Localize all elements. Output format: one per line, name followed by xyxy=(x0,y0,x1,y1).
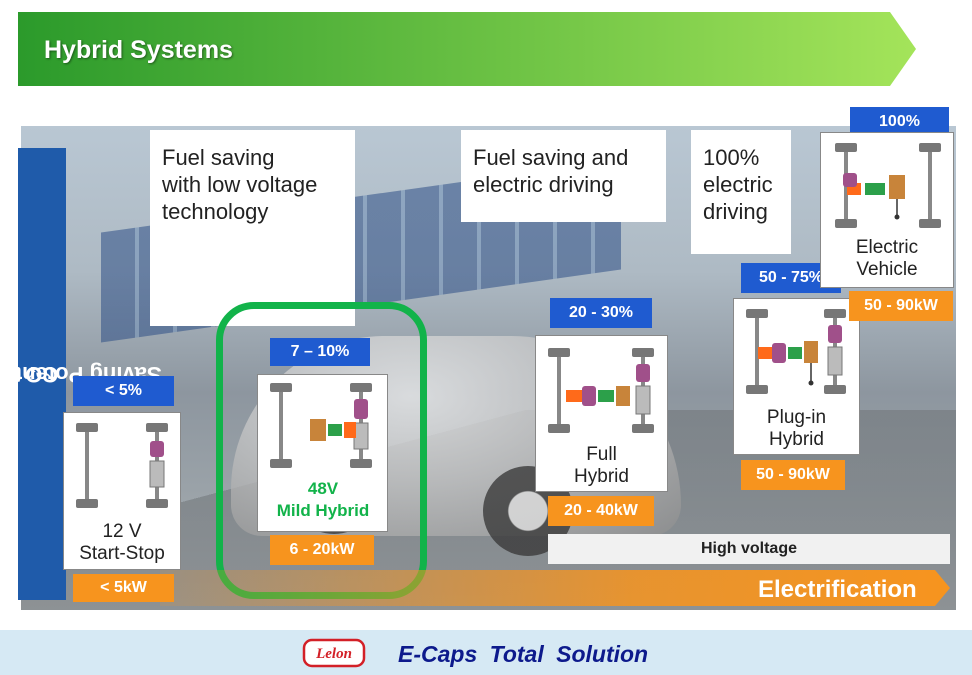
desc-full-hybrid: Fuel saving and electric driving xyxy=(461,130,666,222)
lelon-logo: Lelon xyxy=(302,638,366,668)
mild-hybrid-card xyxy=(257,374,388,532)
electric-vehicle-power: 50 - 90kW xyxy=(849,291,953,321)
full-hybrid-saving: 20 - 30% xyxy=(550,298,652,328)
start-stop-card: 12 V Start-Stop xyxy=(63,412,181,570)
desc-electric: 100% electric driving xyxy=(691,130,791,254)
co2-saving-axis-label: CO2 Saving Potential NEDC* xyxy=(0,148,162,600)
desc-low-voltage: Fuel saving with low voltage technology xyxy=(150,130,355,326)
drivetrain-icon xyxy=(548,348,654,433)
drivetrain-icon xyxy=(76,423,168,508)
mild-hybrid-saving: 7 – 10% xyxy=(270,338,370,366)
page-title: Hybrid Systems xyxy=(44,36,233,64)
plugin-hybrid-power: 50 - 90kW xyxy=(741,460,845,490)
full-hybrid-card: Full Hybrid xyxy=(535,335,668,492)
footer-tagline: E-Caps Total Solution xyxy=(398,641,649,667)
mild-hybrid-power: 6 - 20kW xyxy=(270,535,374,565)
drivetrain-icon xyxy=(746,309,846,394)
mild-hybrid-label: 48V Mild Hybrid xyxy=(276,479,370,520)
drivetrain-icon xyxy=(835,143,941,228)
header-banner xyxy=(18,12,916,86)
svg-text:Lelon: Lelon xyxy=(315,646,352,662)
electrification-label: Electrification xyxy=(758,576,917,603)
electric-vehicle-card: Electric Vehicle xyxy=(820,132,954,288)
footer-bar xyxy=(0,630,972,675)
high-voltage-bar: High voltage xyxy=(548,534,950,564)
plugin-hybrid-card: Plug-in Hybrid xyxy=(733,298,860,455)
start-stop-power: < 5kW xyxy=(73,574,174,602)
mild-hybrid-highlight xyxy=(216,302,427,599)
drivetrain-icon xyxy=(270,383,372,468)
electrification-arrow xyxy=(160,570,950,606)
full-hybrid-power: 20 - 40kW xyxy=(548,496,654,526)
start-stop-saving: < 5% xyxy=(73,376,174,406)
